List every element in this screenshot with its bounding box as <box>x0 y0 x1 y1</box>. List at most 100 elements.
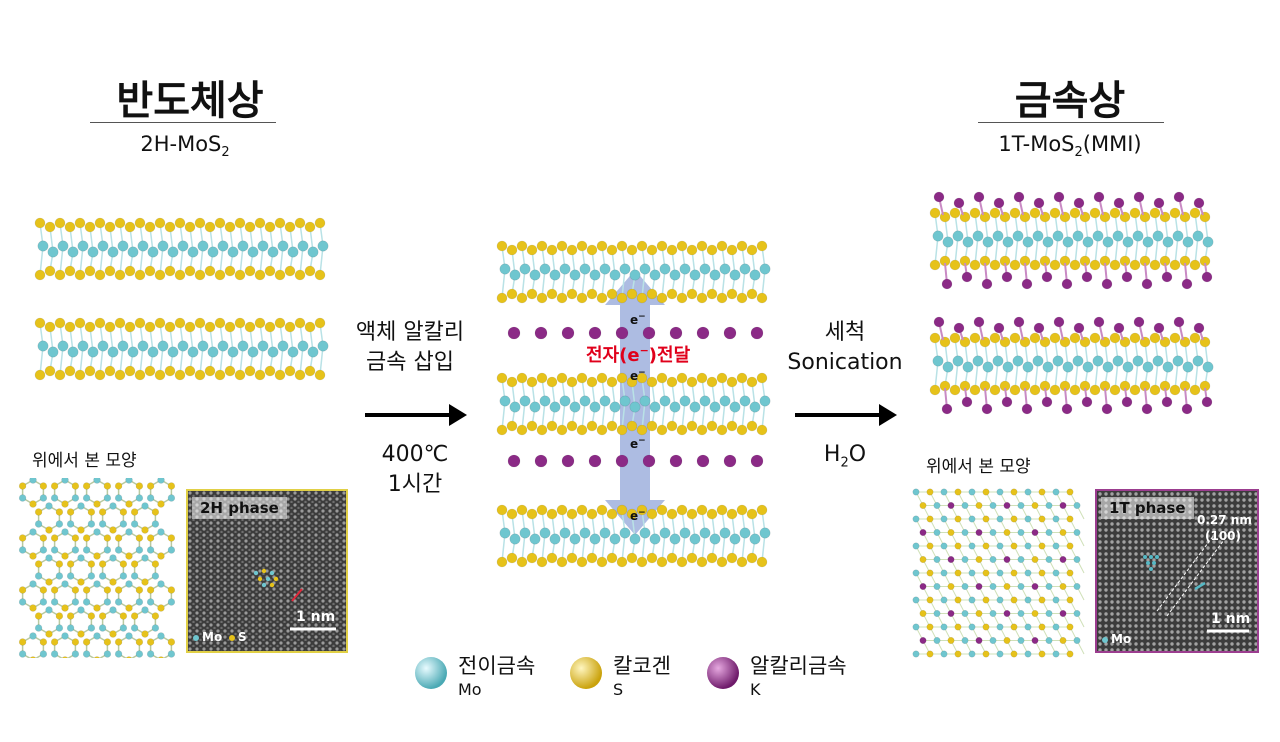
s-atom <box>1139 336 1151 348</box>
s-atom <box>516 504 528 516</box>
k-atom <box>1133 191 1145 203</box>
mo-atom <box>146 650 155 658</box>
mo-atom <box>961 501 969 509</box>
middle-intercalated-structure <box>496 240 771 568</box>
s-atom <box>1038 542 1046 550</box>
k-atom <box>1001 396 1013 408</box>
mo-atom <box>961 610 969 618</box>
k-atom <box>973 191 985 203</box>
mo-atom <box>287 346 299 358</box>
k-row-1 <box>507 326 764 340</box>
s-atom <box>124 321 136 333</box>
k-atom <box>1121 271 1133 283</box>
k-atom <box>669 454 683 468</box>
s-atom <box>939 211 951 223</box>
s-atom <box>626 420 638 432</box>
s-atom <box>576 372 588 384</box>
s-atom <box>125 656 133 658</box>
s-atom <box>125 500 133 508</box>
mo-atom <box>709 533 721 545</box>
k-atom <box>1031 637 1039 645</box>
s-atom <box>982 650 990 658</box>
mo-atom <box>66 572 75 580</box>
s-atom <box>1010 623 1018 631</box>
s-atom <box>98 560 107 568</box>
s-atom <box>1089 332 1101 344</box>
k-atom <box>723 326 737 340</box>
mo-atom <box>629 533 641 545</box>
mo-atom <box>759 395 771 407</box>
s-atom <box>756 556 768 568</box>
s-atom <box>144 365 156 377</box>
mo-atom <box>940 569 948 577</box>
mo-atom <box>135 546 144 554</box>
s-atom <box>1169 384 1181 396</box>
s-atom <box>526 420 538 432</box>
s-atom <box>141 578 149 586</box>
mo-atom <box>1192 230 1204 242</box>
s-atom <box>1010 515 1018 523</box>
s-atom <box>516 292 528 304</box>
s-atom <box>114 369 126 381</box>
s-atom <box>716 240 728 252</box>
s-atom <box>294 269 306 281</box>
mo-atom <box>972 230 984 242</box>
mo-atom <box>39 494 48 502</box>
mo-atom <box>649 401 661 413</box>
mo-atom <box>1192 355 1204 367</box>
mo-atom <box>93 580 101 588</box>
s-atom <box>114 638 123 646</box>
legend-name-k: 알칼리금속 <box>750 654 847 678</box>
mo-atom <box>137 240 149 252</box>
s-atom <box>54 317 66 329</box>
mo-atom <box>729 269 741 281</box>
k-atom <box>642 454 656 468</box>
mo-atom <box>267 246 279 258</box>
s-atom <box>151 508 160 516</box>
s-atom <box>506 508 518 520</box>
mo-atom <box>237 340 249 352</box>
s-atom <box>526 244 538 256</box>
s-atom <box>596 556 608 568</box>
legend-name-mo: 전이금속 <box>458 654 536 678</box>
mo-atom <box>933 637 941 645</box>
k-atom <box>1061 278 1073 290</box>
mo-atom <box>942 236 954 248</box>
s-atom <box>304 265 316 277</box>
s-atom <box>1066 569 1074 577</box>
s-atom <box>104 265 116 277</box>
mo-atom <box>98 624 107 632</box>
k-atom <box>1141 403 1153 415</box>
mo-atom <box>66 624 75 632</box>
s-atom <box>29 552 37 560</box>
mo-atom <box>39 650 48 658</box>
s-atom <box>756 504 768 516</box>
mo-atom <box>996 542 1004 550</box>
mo-atom <box>669 269 681 281</box>
s-atom <box>929 332 941 344</box>
s-atom <box>66 560 75 568</box>
mo-atom <box>992 230 1004 242</box>
s-atom <box>84 265 96 277</box>
s-atom <box>194 317 206 329</box>
mo-atom <box>167 546 175 554</box>
s-atom <box>29 604 37 612</box>
mo-atom <box>82 598 91 606</box>
mo-atom <box>130 624 139 632</box>
mo-atom <box>1122 236 1134 248</box>
mo-atom <box>207 346 219 358</box>
mo-atom <box>961 528 969 536</box>
s-atom <box>34 612 43 620</box>
mo-atom <box>579 527 591 539</box>
s-atom <box>1038 623 1046 631</box>
s-atom <box>50 482 59 490</box>
s-atom <box>146 534 155 542</box>
left-tem-phase-label: 2H phase <box>192 497 287 519</box>
mo-atom <box>130 572 139 580</box>
s-atom <box>1189 332 1201 344</box>
s-atom <box>34 217 46 229</box>
s-atom <box>74 369 86 381</box>
mo-atom <box>569 533 581 545</box>
s-atom <box>696 556 708 568</box>
mo-atom <box>1062 361 1074 373</box>
